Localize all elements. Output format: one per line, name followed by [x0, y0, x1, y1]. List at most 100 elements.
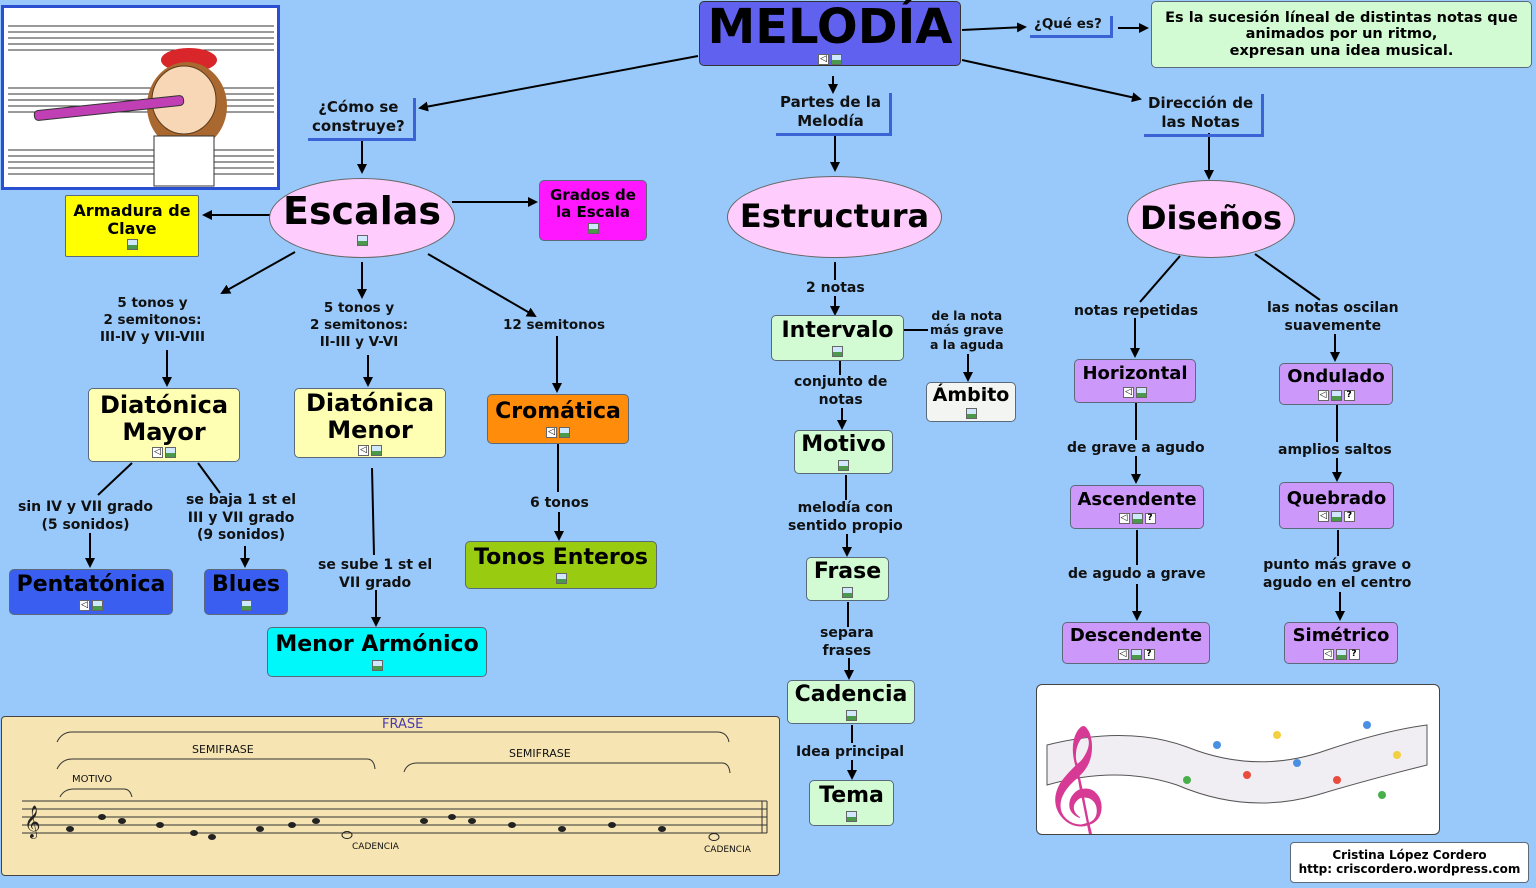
- score-phrase-image: FRASE SEMIFRASE SEMIFRASE MOTIVO CADENCI…: [1, 716, 780, 876]
- image-icon[interactable]: [832, 345, 843, 357]
- link-pentatonica: sin IV y VII grado(5 sonidos): [18, 499, 154, 533]
- score-semifrase-1-label: SEMIFRASE: [192, 743, 254, 756]
- help-icon[interactable]: ?: [1348, 648, 1360, 660]
- image-icon[interactable]: [1130, 648, 1142, 660]
- image-icon[interactable]: [356, 234, 368, 246]
- music-ribbon-image: 𝄞: [1042, 721, 1428, 857]
- image-icon[interactable]: [1335, 648, 1347, 660]
- pentatonica-node[interactable]: Pentatónica ◁: [9, 569, 173, 615]
- image-icon[interactable]: [555, 572, 567, 584]
- definition-node: Es la sucesión líneal de distintas notas…: [1151, 1, 1532, 68]
- tonos-enteros-node[interactable]: Tonos Enteros: [465, 541, 657, 589]
- menor-armonico-node[interactable]: Menor Armónico: [267, 627, 487, 677]
- definition-line-1: Es la sucesión líneal de distintas notas…: [1165, 10, 1518, 27]
- score-cadencia-2-label: CADENCIA: [704, 845, 751, 855]
- tema-node[interactable]: Tema: [809, 780, 894, 826]
- link-intervalo: 2 notas: [806, 280, 865, 296]
- cadencia-node[interactable]: Cadencia: [787, 680, 915, 724]
- help-icon[interactable]: ?: [1143, 648, 1155, 660]
- motivo-node[interactable]: Motivo: [794, 430, 893, 474]
- definition-line-3: expresan una idea musical.: [1229, 42, 1454, 59]
- image-icon[interactable]: [838, 459, 849, 471]
- help-icon[interactable]: ?: [1144, 512, 1156, 524]
- score-cadencia-1-label: CADENCIA: [352, 842, 399, 852]
- help-icon[interactable]: ?: [1344, 511, 1355, 523]
- image-icon[interactable]: [126, 239, 138, 251]
- blues-node[interactable]: Blues: [204, 569, 288, 615]
- disenos-node[interactable]: Diseños: [1127, 180, 1295, 258]
- speaker-icon[interactable]: ◁: [1123, 386, 1134, 398]
- image-icon[interactable]: [92, 599, 103, 611]
- image-icon[interactable]: [1331, 511, 1342, 523]
- image-icon[interactable]: [842, 586, 853, 598]
- speaker-icon[interactable]: ◁: [1118, 512, 1130, 524]
- music-notes-illustration: 𝄞: [1036, 684, 1440, 857]
- image-icon[interactable]: [845, 709, 857, 721]
- treble-clef-icon: 𝄞: [1042, 723, 1107, 834]
- image-icon[interactable]: [240, 599, 252, 611]
- intervalo-node[interactable]: Intervalo: [771, 315, 904, 361]
- speaker-icon[interactable]: ◁: [818, 54, 829, 65]
- frase-node[interactable]: Frase: [806, 557, 889, 601]
- speaker-icon[interactable]: ◁: [1117, 648, 1129, 660]
- flute-girl-illustration: [1, 5, 280, 190]
- ondulado-node[interactable]: Ondulado ◁?: [1279, 363, 1393, 405]
- help-icon[interactable]: ?: [1343, 389, 1355, 401]
- image-icon[interactable]: [559, 426, 570, 438]
- ambito-node[interactable]: Ámbito: [926, 382, 1016, 422]
- speaker-icon[interactable]: ◁: [79, 599, 90, 611]
- melodia-title: MELODÍA: [707, 0, 953, 55]
- simetrico-node[interactable]: Simétrico ◁?: [1284, 622, 1398, 664]
- credit-box: Cristina López Cordero http: criscordero…: [1290, 842, 1529, 883]
- image-icon[interactable]: [371, 445, 382, 457]
- estructura-node[interactable]: Estructura: [727, 176, 942, 258]
- speaker-icon[interactable]: ◁: [152, 447, 163, 459]
- image-icon[interactable]: [371, 659, 383, 671]
- image-icon[interactable]: [1330, 389, 1342, 401]
- image-icon[interactable]: [831, 54, 842, 65]
- descendente-node[interactable]: Descendente ◁?: [1062, 622, 1210, 664]
- ascendente-node[interactable]: Ascendente ◁?: [1070, 485, 1204, 529]
- quebrado-node[interactable]: Quebrado ◁?: [1279, 482, 1394, 529]
- sheet-music-image: [8, 25, 274, 187]
- horizontal-node[interactable]: Horizontal ◁: [1074, 359, 1196, 403]
- image-icon[interactable]: [846, 810, 857, 822]
- link-descendente: de agudo a grave: [1068, 566, 1206, 582]
- image-icon[interactable]: [587, 222, 599, 234]
- image-icon[interactable]: [165, 447, 176, 459]
- speaker-icon[interactable]: ◁: [1318, 511, 1329, 523]
- link-horizontal: notas repetidas: [1074, 303, 1199, 319]
- credit-author: Cristina López Cordero: [1332, 848, 1487, 863]
- speaker-icon[interactable]: ◁: [1317, 389, 1329, 401]
- score-frase-label: FRASE: [382, 717, 424, 732]
- score-semifrase-2-label: SEMIFRASE: [509, 747, 571, 760]
- link-ascendente: de grave a agudo: [1067, 440, 1205, 456]
- cromatica-node[interactable]: Cromática ◁: [487, 394, 629, 444]
- escalas-node[interactable]: Escalas: [269, 178, 455, 258]
- definition-line-2: animados por un ritmo,: [1245, 26, 1438, 43]
- image-icon[interactable]: [1136, 386, 1147, 398]
- image-icon[interactable]: [1131, 512, 1143, 524]
- treble-clef-icon: 𝄞: [24, 805, 41, 839]
- credit-url[interactable]: http: criscordero.wordpress.com: [1298, 861, 1521, 876]
- link-tonos-enteros: 6 tonos: [530, 495, 589, 511]
- speaker-icon[interactable]: ◁: [358, 445, 369, 457]
- speaker-icon[interactable]: ◁: [546, 426, 557, 438]
- image-icon[interactable]: [965, 408, 977, 420]
- melodia-title-node[interactable]: MELODÍA ◁: [699, 1, 961, 66]
- speaker-icon[interactable]: ◁: [1322, 648, 1334, 660]
